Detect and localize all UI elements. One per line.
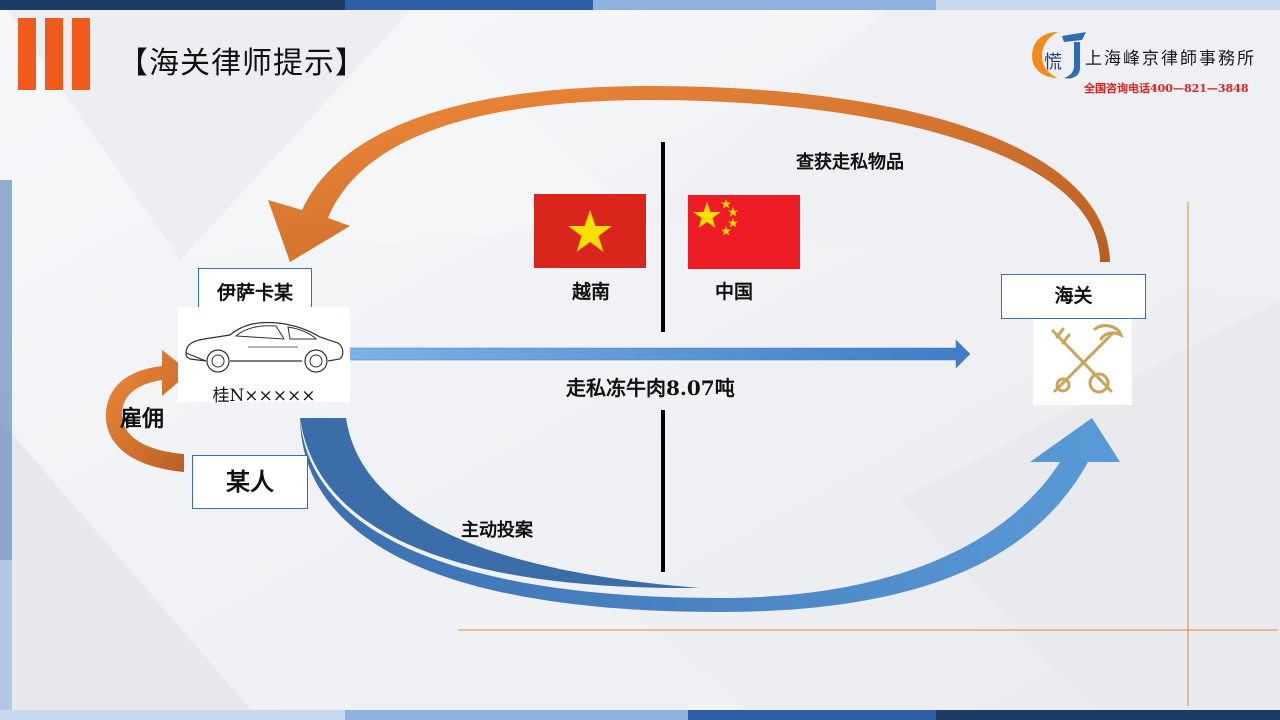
lawfirm-logo-icon: 慌 <box>1032 32 1086 79</box>
someone-box: 某人 <box>192 455 308 509</box>
seized-label: 查获走私物品 <box>796 152 904 173</box>
car-panel: 桂N××××× <box>178 307 350 406</box>
top-bar-segment <box>345 0 593 10</box>
car-icon <box>185 321 344 373</box>
logo-mark-text: 慌 <box>1044 52 1062 73</box>
surrender-arrow <box>300 418 1120 612</box>
vietnam-label: 越南 <box>572 281 611 303</box>
bottom-bar-segment <box>0 710 345 720</box>
plate-text: 桂N××××× <box>212 386 316 406</box>
vietnam-flag-icon <box>534 194 646 268</box>
header-accent-bar <box>18 18 36 90</box>
bottom-bar-segment <box>936 710 1280 720</box>
top-bar-segment <box>936 0 1280 10</box>
top-bar-segment <box>0 0 345 10</box>
bottom-bar-segment <box>688 710 936 720</box>
surrender-label: 主动投案 <box>461 520 533 541</box>
hire-label: 雇佣 <box>120 406 165 432</box>
smuggle-label: 走私冻牛肉8.07吨 <box>566 376 735 400</box>
header-accent-bar <box>72 18 90 90</box>
bottom-bar-segment <box>345 710 688 720</box>
customs-emblem-panel <box>1033 319 1132 405</box>
china-label: 中国 <box>715 281 754 303</box>
smuggle-arrow <box>343 339 971 369</box>
hire-arrow <box>105 350 190 472</box>
top-bar-segment <box>593 0 936 10</box>
china-flag-icon <box>688 195 800 269</box>
header-accent-bar <box>45 18 63 90</box>
hotline-text: 全国咨询电话400—821—3848 <box>1084 82 1249 95</box>
firm-name: 上海峰京律師事務所 <box>1085 49 1256 69</box>
page-title: 【海关律师提示】 <box>118 46 366 81</box>
customs-emblem-icon <box>1051 324 1124 394</box>
customs-box: 海关 <box>1001 274 1146 319</box>
